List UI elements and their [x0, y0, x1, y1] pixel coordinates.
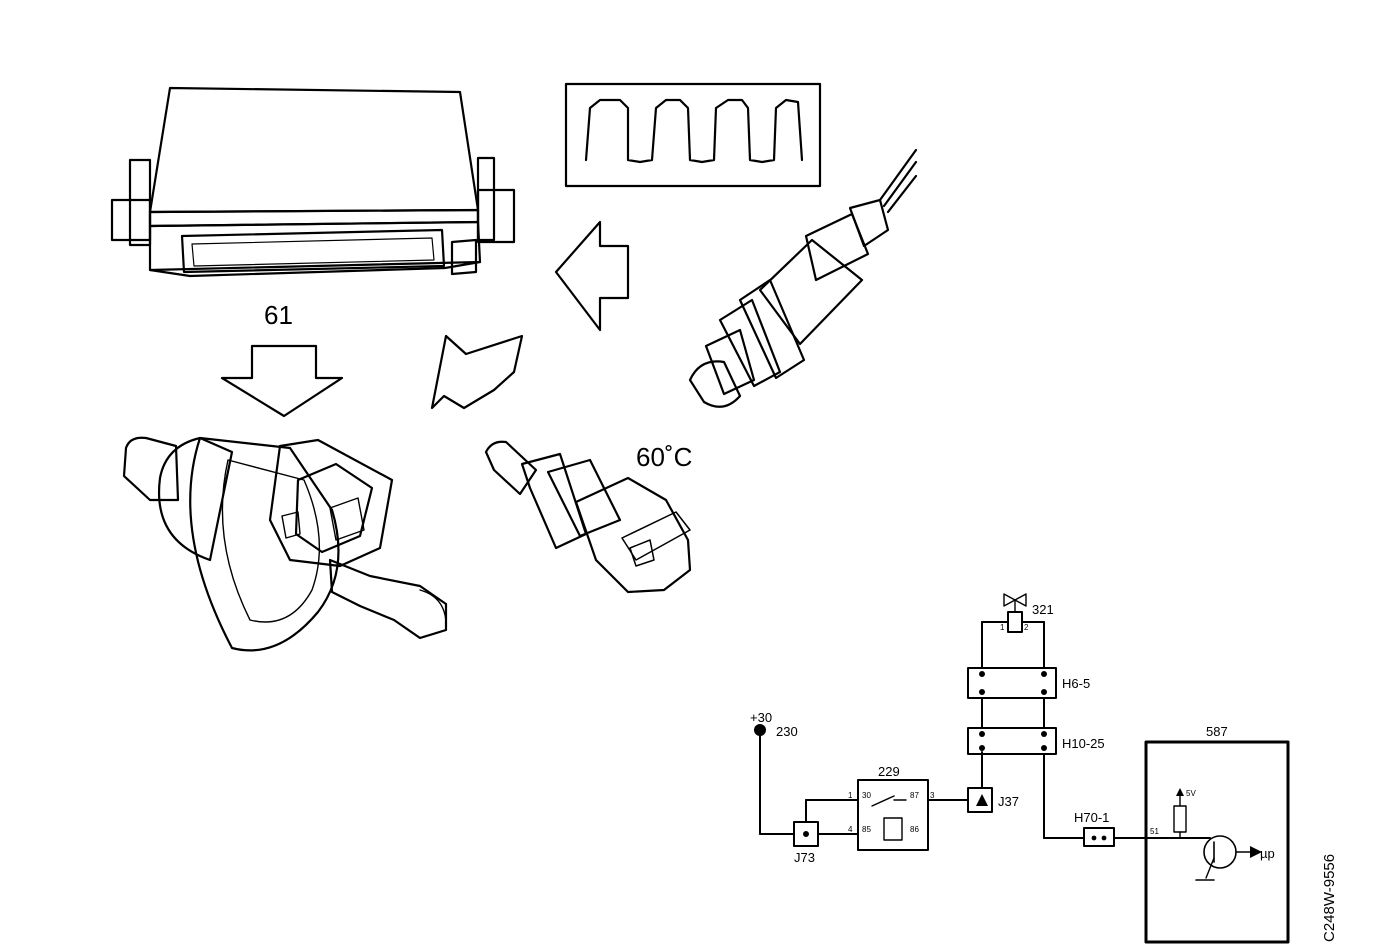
- relay-pin-86: 86: [910, 825, 919, 834]
- ecu-pin-label: 51: [1150, 827, 1159, 836]
- ecu-587-box: [1144, 740, 1290, 944]
- connector-h70-1-box: [1083, 827, 1115, 847]
- junction-j37-box: [967, 787, 993, 813]
- figure-code-label: C248W-9556: [1321, 854, 1338, 942]
- junction-j37-label: J37: [998, 794, 1019, 809]
- fuse-230-label: 230: [776, 724, 798, 739]
- transistor-symbol: [1203, 835, 1237, 869]
- connector-h10-25-box: [967, 727, 1057, 755]
- connector-h70-1-label: H70-1: [1074, 810, 1109, 825]
- valve-321-symbol: [1007, 611, 1023, 633]
- ecu-module-illustration: [110, 86, 516, 278]
- relay-pin-1: 1: [848, 791, 853, 800]
- arrow-left: [554, 220, 630, 332]
- connector-h6-5-box: [967, 667, 1057, 699]
- relay-pin-30: 30: [862, 791, 871, 800]
- purge-valve-illustration: [122, 436, 448, 652]
- arrow-down: [220, 344, 344, 418]
- microprocessor-label: µp: [1260, 846, 1275, 861]
- ref-voltage-label: 5V: [1186, 789, 1196, 798]
- comp-pin-1: 1: [1000, 623, 1005, 632]
- waveform-box: [564, 82, 822, 188]
- relay-pin-3: 3: [930, 791, 935, 800]
- temperature-sensor-illustration: [484, 440, 692, 594]
- relay-pin-4: 4: [848, 825, 853, 834]
- ecu-587-label: 587: [1206, 724, 1228, 739]
- oxygen-sensor-illustration: [688, 148, 918, 408]
- comp-pin-2: 2: [1024, 623, 1029, 632]
- connector-h6-5-label: H6-5: [1062, 676, 1090, 691]
- supply-terminal: [754, 724, 766, 736]
- relay-pin-85: 85: [862, 825, 871, 834]
- relay-229-label: 229: [878, 764, 900, 779]
- connector-h10-25-label: H10-25: [1062, 736, 1105, 751]
- relay-229-box: [857, 779, 929, 851]
- supply-label: +30: [750, 710, 772, 725]
- temperature-label: 60˚C: [636, 442, 692, 472]
- wiring-schematic: [759, 593, 1290, 944]
- junction-j73-label: J73: [794, 850, 815, 865]
- ecu-output-label: 61: [264, 300, 293, 330]
- component-321-label: 321: [1032, 602, 1054, 617]
- relay-pin-87: 87: [910, 791, 919, 800]
- arrow-up-left: [430, 334, 524, 410]
